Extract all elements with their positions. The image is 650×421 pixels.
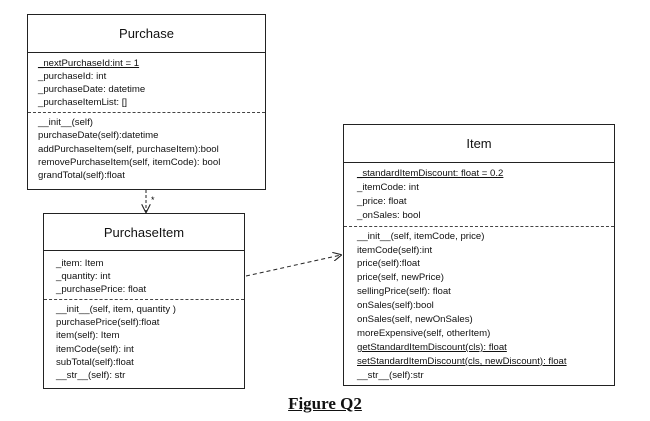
class-operation: purchasePrice(self):float <box>56 317 160 329</box>
class-operation: addPurchaseItem(self, purchaseItem):bool <box>38 143 219 155</box>
purchase-operations: __init__(self)purchaseDate(self):datetim… <box>28 112 265 183</box>
class-operation: subTotal(self):float <box>56 356 134 368</box>
class-name-item: Item <box>466 136 492 151</box>
class-operation: __init__(self, item, quantity ) <box>56 304 176 316</box>
item-class-box: Item _standardItemDiscount: float = 0.2_… <box>343 124 615 386</box>
item-attributes: _standardItemDiscount: float = 0.2 _itemC… <box>344 162 614 226</box>
class-operation: moreExpensive(self, otherItem) <box>357 327 491 339</box>
class-operation: itemCode(self): int <box>56 343 134 355</box>
class-name-purchase: Purchase <box>119 26 174 41</box>
class-operation: sellingPrice(self): float <box>357 286 451 298</box>
class-operation: itemCode(self):int <box>357 244 433 256</box>
class-operation: item(self): Item <box>56 330 120 342</box>
class-attribute: _itemCode: int <box>357 181 419 193</box>
multiplicity-label: * <box>151 195 155 205</box>
purchase-class-box: Purchase _nextPurchaseId:int = 1 _purchas… <box>27 14 266 190</box>
class-operation: removePurchaseItem(self, itemCode): bool <box>38 156 221 168</box>
class-attribute: _purchaseDate: datetime <box>38 84 146 96</box>
class-operation: grandTotal(self):float <box>38 169 125 181</box>
purchaseitem-operations: __init__(self, item, quantity )purchaseP… <box>44 299 244 384</box>
figure-caption: Figure Q2 <box>288 394 362 413</box>
class-name-purchaseitem: PurchaseItem <box>103 224 185 240</box>
class-operation: __init__(self, itemCode, price) <box>357 230 485 242</box>
class-attribute: _price: float <box>357 195 407 207</box>
class-operation: setStandardItemDiscount(cls, newDiscount… <box>357 355 567 367</box>
class-attribute: _purchaseId: int <box>38 71 107 83</box>
class-attribute: _onSales: bool <box>357 209 421 221</box>
class-operation: __str__(self):str <box>357 369 424 381</box>
class-operation: onSales(self):bool <box>357 300 434 312</box>
class-attribute: _purchasePrice: float <box>56 284 147 296</box>
purchase-attributes: _nextPurchaseId:int = 1_purchaseId: int_… <box>28 52 265 112</box>
class-operation: price(self):float <box>357 258 420 270</box>
purchaseitem-to-item-link <box>245 255 341 277</box>
purchaseitem-attributes: _item: Item _quantity: int_purchasePrice:… <box>44 250 244 299</box>
class-attribute: _quantity: int <box>56 271 111 283</box>
class-operation: getStandardItemDiscount(cls): float <box>357 341 507 353</box>
class-operation: __init__(self) <box>38 117 93 129</box>
class-operation: __str__(self): str <box>56 369 126 381</box>
class-operation: onSales(self, newOnSales) <box>357 314 473 326</box>
item-operations: __init__(self, itemCode, price) itemCode(… <box>344 225 614 385</box>
class-operation: price(self, newPrice) <box>357 272 444 284</box>
class-attribute: _nextPurchaseId:int = 1 <box>38 58 140 69</box>
class-attribute: _standardItemDiscount: float = 0.2 <box>357 168 504 179</box>
purchaseitem-class-box: PurchaseItem _item: Item _quantity: int_p… <box>43 213 245 389</box>
class-attribute: _purchaseItemList: [] <box>38 97 128 109</box>
class-attribute: _item: Item <box>56 258 104 269</box>
class-operation: purchaseDate(self):datetime <box>38 130 159 142</box>
